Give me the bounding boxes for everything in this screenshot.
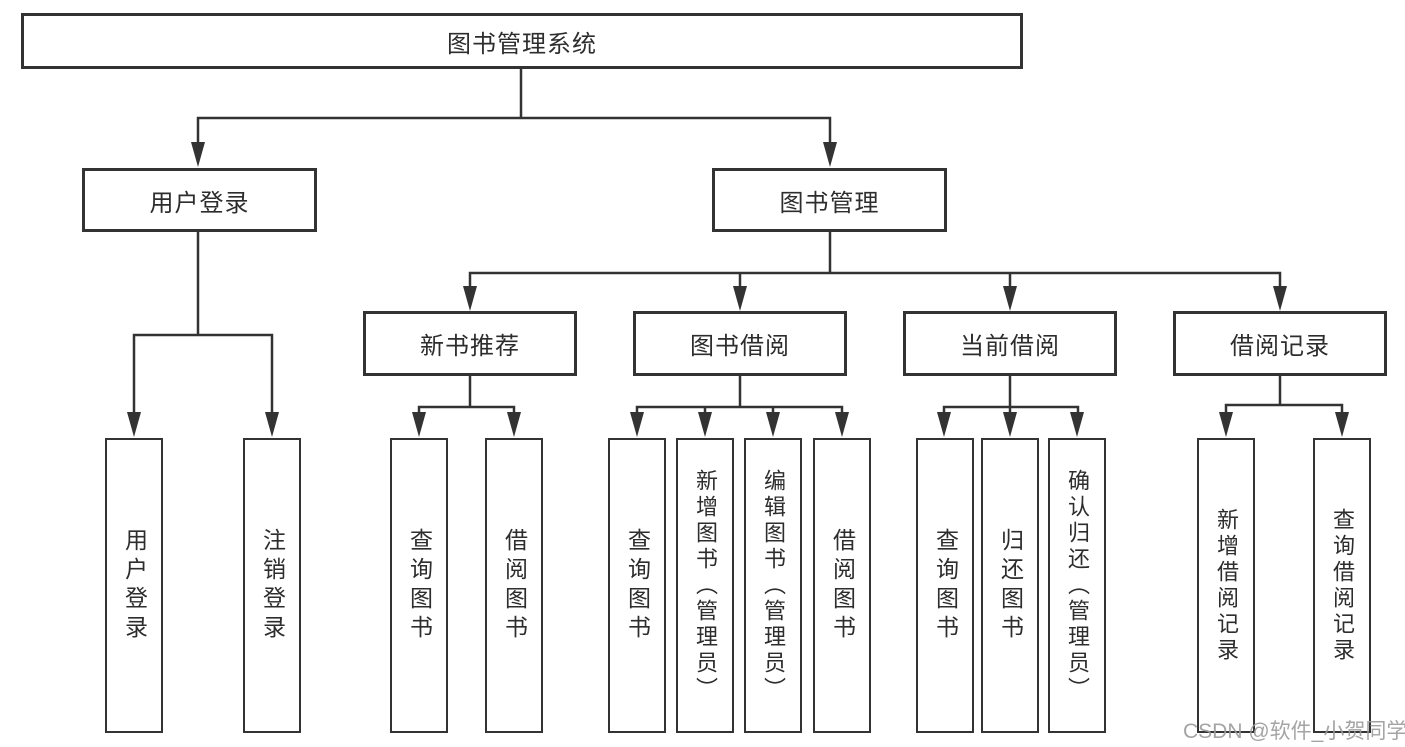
leaf-return-books: 归还图书 xyxy=(981,438,1039,733)
leaf-query-books-borrow: 查询图书 xyxy=(608,438,666,733)
node-label: 图书管理系统 xyxy=(447,30,597,58)
node-label: 图书借阅 xyxy=(690,333,790,360)
leaf-label: 查询图书 xyxy=(624,527,651,644)
leaf-query-books-recommend: 查询图书 xyxy=(390,438,448,733)
leaf-query-books-current: 查询图书 xyxy=(916,438,974,733)
node-label: 图书管理 xyxy=(779,189,880,217)
node-label: 用户登录 xyxy=(149,189,250,217)
node-library-system: 图书管理系统 xyxy=(21,13,1023,69)
leaf-query-borrow-record: 查询借阅记录 xyxy=(1313,438,1371,733)
leaf-label: 借阅图书 xyxy=(829,527,856,644)
leaf-label: 确认归还（管理员） xyxy=(1065,468,1090,703)
node-borrow-records: 借阅记录 xyxy=(1173,311,1387,376)
arrowheads xyxy=(127,142,1349,437)
leaf-label: 查询图书 xyxy=(406,527,433,644)
leaf-label: 查询图书 xyxy=(932,527,959,644)
node-label: 借阅记录 xyxy=(1230,333,1330,360)
node-book-management: 图书管理 xyxy=(712,168,947,232)
leaf-label: 新增借阅记录 xyxy=(1214,507,1239,664)
leaf-borrow-books: 借阅图书 xyxy=(813,438,871,733)
leaf-label: 新增图书（管理员） xyxy=(693,468,718,703)
node-label: 新书推荐 xyxy=(420,333,520,360)
node-book-borrow: 图书借阅 xyxy=(633,311,847,376)
leaf-label: 查询借阅记录 xyxy=(1330,507,1355,664)
node-user-login: 用户登录 xyxy=(82,168,317,232)
node-new-book-recommend: 新书推荐 xyxy=(363,311,577,376)
leaf-confirm-return-admin: 确认归还（管理员） xyxy=(1048,438,1106,733)
leaf-label: 借阅图书 xyxy=(501,527,528,644)
leaf-label: 归还图书 xyxy=(997,527,1024,644)
node-current-borrow: 当前借阅 xyxy=(903,311,1117,376)
leaf-label: 注销登录 xyxy=(259,527,286,644)
leaf-edit-books-admin: 编辑图书（管理员） xyxy=(744,438,802,733)
node-label: 当前借阅 xyxy=(960,333,1060,360)
leaf-logout: 注销登录 xyxy=(243,438,301,733)
watermark: CSDN @软件_小贺同学 xyxy=(1183,720,1405,743)
leaf-user-login: 用户登录 xyxy=(105,438,163,733)
leaf-add-borrow-record: 新增借阅记录 xyxy=(1197,438,1255,733)
leaf-label: 用户登录 xyxy=(121,527,148,644)
leaf-borrow-books-recommend: 借阅图书 xyxy=(485,438,543,733)
leaf-add-books-admin: 新增图书（管理员） xyxy=(676,438,734,733)
leaf-label: 编辑图书（管理员） xyxy=(761,468,786,703)
